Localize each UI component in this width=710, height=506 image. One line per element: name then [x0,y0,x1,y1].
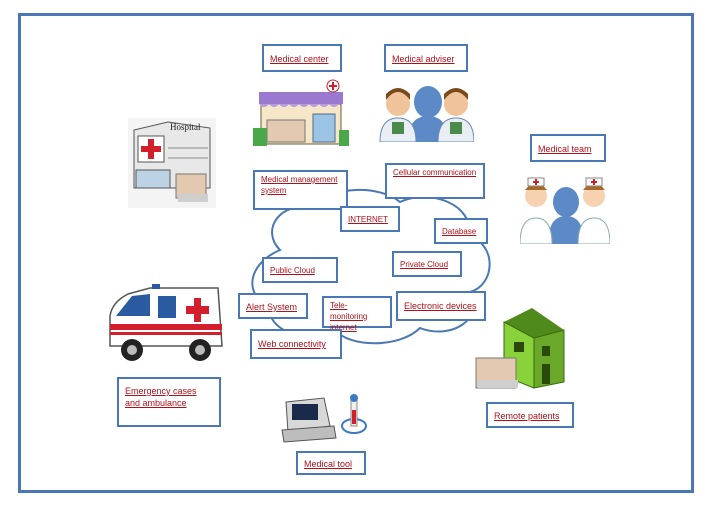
emergency-cases-label: Emergency cases and ambulance [117,377,221,427]
hospital-illustration: Hospital [128,118,216,208]
internet-label: INTERNET [340,206,400,232]
diagram-frame [18,13,694,493]
ambulance-illustration [106,280,226,368]
cellular-communication-label: Cellular communication [385,163,485,199]
medical-adviser-label: Medical adviser [384,44,468,72]
medical-management-system-label: Medical management system [253,170,348,210]
tele-monitoring-internet-label: Tele-monitoring internet [322,296,392,332]
web-connectivity-label: Web connectivity [250,329,342,359]
medical-team-label: Medical team [530,134,606,162]
medical-tool-label: Medical tool [296,451,366,475]
public-cloud-label: Public Cloud [262,257,338,283]
medical-team-illustration [520,166,610,244]
alert-system-label: Alert System [238,293,308,319]
electronic-devices-label: Electronic devices [396,291,486,321]
house-illustration [474,308,570,394]
medical-center-label: Medical center [262,44,342,72]
hospital-sign: Hospital [170,122,201,132]
remote-patients-label: Remote patients [486,402,574,428]
medical-center-illustration [253,78,349,148]
medical-tool-illustration [280,382,376,444]
private-cloud-label: Private Cloud [392,251,462,277]
medical-adviser-illustration [378,78,474,142]
database-label: Database [434,218,488,244]
